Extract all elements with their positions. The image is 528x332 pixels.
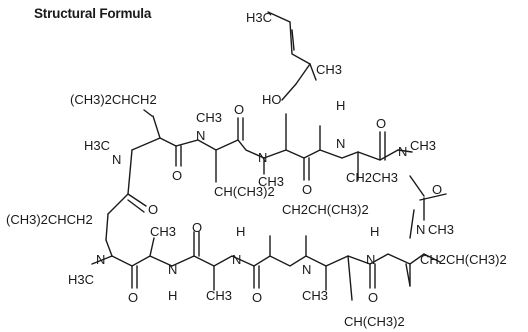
label-n9: N [366,252,375,267]
label-iso-top-left: (CH3)2CHCH2 [70,92,157,107]
label-ho: HO [262,92,282,107]
label-o1: O [234,102,244,117]
label-ch3-lower-mid: CH3 [206,288,232,303]
page-title: Structural Formula [34,6,152,21]
label-ch3-n5: CH3 [410,138,436,153]
label-ch2ch-ch3-2-mid: CH2CH(CH3)2 [282,202,369,217]
label-ch-ch3-2-upper: CH(CH3)2 [214,184,275,199]
label-n6: N [416,222,425,237]
label-ch2ch3: CH2CH3 [346,170,398,185]
label-n7: N [96,252,105,267]
label-n4: N [336,136,345,151]
label-ch3-lower-left: CH3 [150,224,176,239]
label-iso-mid-left: (CH3)2CHCH2 [6,212,93,227]
label-o10: O [252,290,262,305]
label-n3: N [258,150,267,165]
label-ch2ch-ch3-2-right: CH2CH(CH3)2 [420,252,507,267]
bonds [91,11,447,301]
label-n2: N [196,128,205,143]
label-o4: O [302,182,312,197]
label-ch3-n2: CH3 [196,110,222,125]
label-o8: O [128,290,138,305]
label-o3: O [172,168,182,183]
label-o11: O [368,290,378,305]
label-o9: O [192,220,202,235]
label-o7: O [148,202,158,217]
label-nh-lower: N [168,262,177,277]
label-ch3-n3: CH3 [258,174,284,189]
label-h-nh-lower: H [168,288,177,303]
label-h-n8: H [236,224,245,239]
label-h3c-top: H3C [246,10,272,25]
label-ch3-top: CH3 [316,62,342,77]
label-ch3-n10: CH3 [302,288,328,303]
label-h3c-n7: H3C [68,272,94,287]
label-n5: N [398,144,407,159]
label-h-nh1: H [336,98,345,113]
label-o-right: O [432,182,442,197]
atom-labels: H3C CH3 HO H O O O O N N N N N CH3 CH3 C… [6,10,507,329]
label-h-n9: H [370,224,379,239]
label-h3c-n1: H3C [84,138,110,153]
label-ch-ch3-2-bottom: CH(CH3)2 [344,314,405,329]
label-o2: O [376,116,386,131]
label-n10: N [302,262,311,277]
label-n8: N [232,252,241,267]
label-n1: N [112,152,121,167]
label-ch3-n6: CH3 [428,222,454,237]
